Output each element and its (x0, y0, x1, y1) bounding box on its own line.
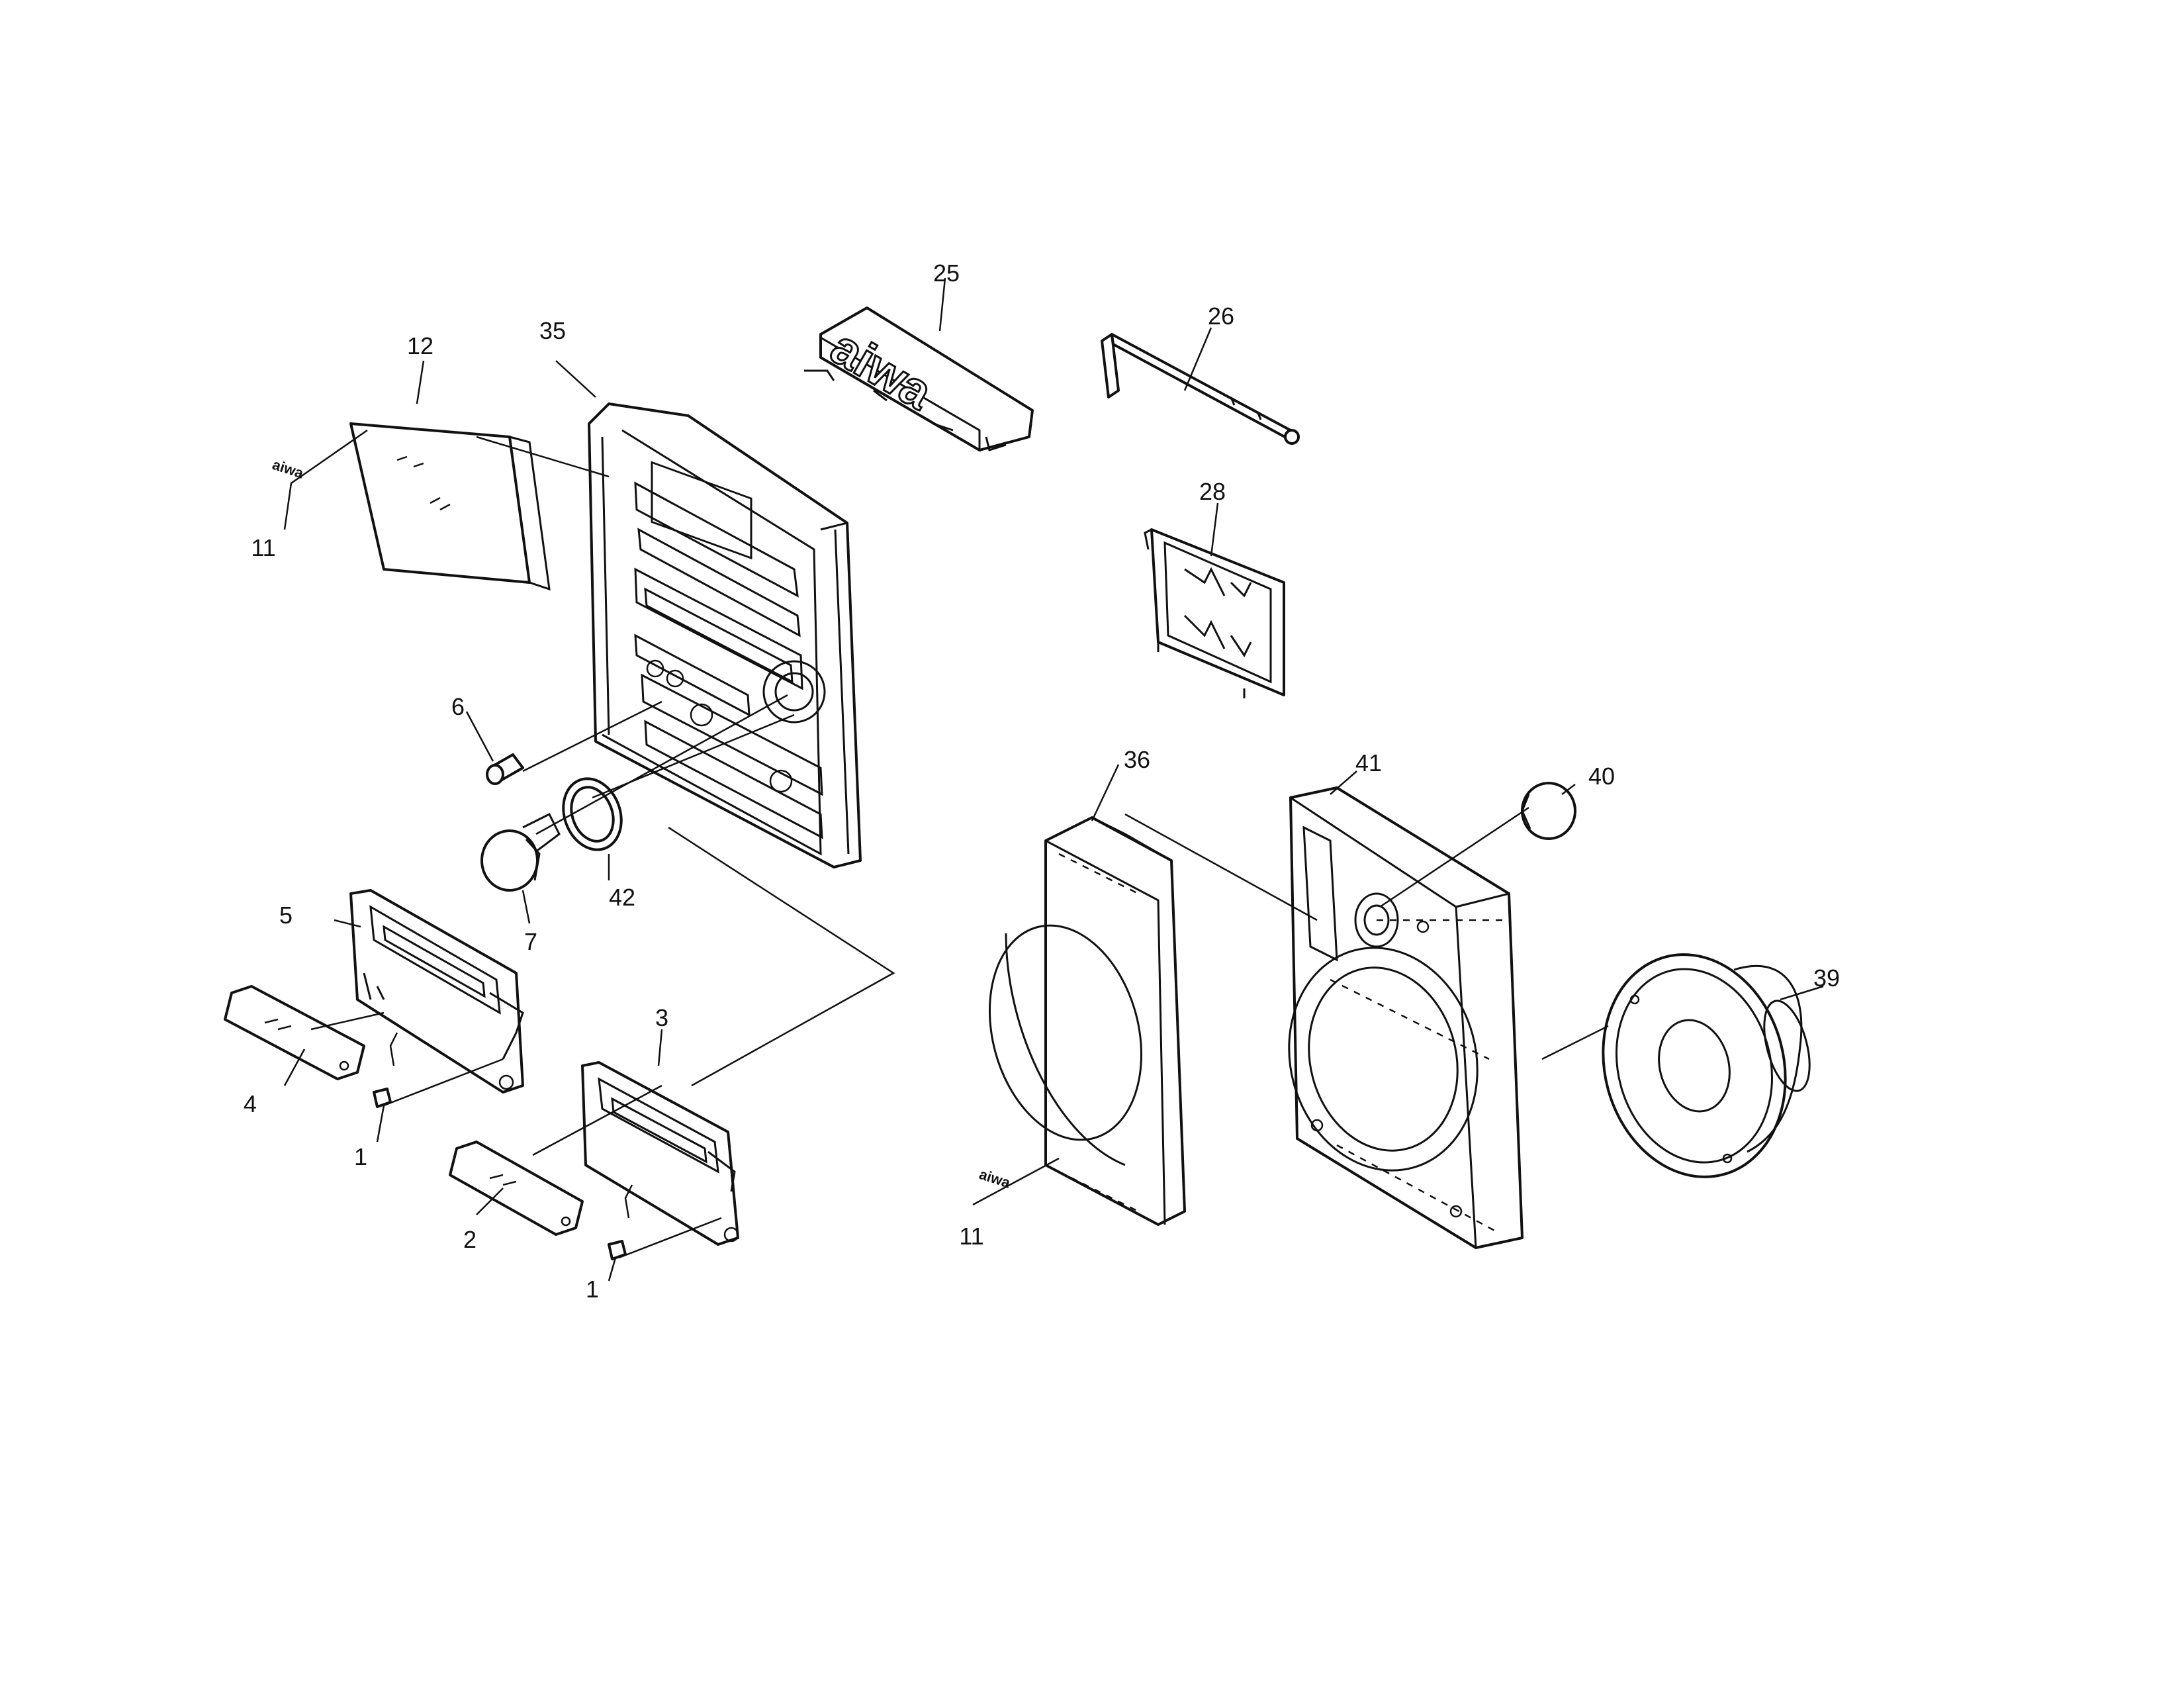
callout-12: 12 (407, 332, 433, 359)
part-3-cassette-holder-lower (581, 1061, 739, 1246)
part-35-front-panel (588, 402, 862, 868)
leader-lines (283, 277, 1824, 1282)
part-39-woofer (1602, 953, 1811, 1178)
callout-26: 26 (1208, 303, 1234, 330)
part-11-logo-badge-lower: aiwa (977, 1166, 1013, 1192)
callout-11-upper: 11 (251, 534, 275, 561)
part-2-cassette-lid-lower (449, 1141, 584, 1236)
part-12-window-panel (349, 422, 551, 591)
callout-1-upper: 1 (354, 1143, 367, 1170)
callout-labels: 12 35 11 25 26 28 6 7 42 5 4 1 3 2 1 36 … (244, 259, 1840, 1303)
callout-5: 5 (279, 902, 293, 929)
part-7-large-knob (480, 812, 561, 892)
part-4-cassette-lid (224, 985, 365, 1080)
callout-42: 42 (609, 884, 635, 911)
part-41-speaker-cabinet (1288, 786, 1524, 1249)
part-1-spring-upper (373, 1032, 398, 1108)
part-36-speaker-grille (988, 816, 1186, 1226)
callout-40: 40 (1588, 763, 1615, 790)
callout-36: 36 (1124, 746, 1150, 773)
callout-4: 4 (244, 1090, 257, 1117)
logo-badge-lower-text: aiwa (977, 1166, 1013, 1192)
callout-7: 7 (524, 928, 537, 955)
part-28-bracket (1144, 528, 1285, 698)
part-42-ring (562, 777, 623, 851)
callout-28: 28 (1199, 478, 1226, 505)
callout-39: 39 (1813, 964, 1840, 992)
part-5-cassette-holder (349, 889, 524, 1094)
part-40-tweeter-cap (1521, 782, 1576, 840)
logo-badge-upper-text: aiwa (270, 456, 306, 482)
part-11-logo-badge-upper: aiwa (270, 456, 306, 482)
part-25-top-cover: aiwa (804, 306, 1034, 452)
callout-2: 2 (463, 1226, 477, 1253)
part-6-knob (486, 753, 524, 785)
callout-6: 6 (451, 693, 465, 720)
callout-3: 3 (655, 1004, 668, 1031)
part-26-antenna (1101, 333, 1300, 445)
callout-1-lower: 1 (586, 1276, 599, 1303)
callout-41: 41 (1355, 749, 1382, 776)
callout-11-lower: 11 (959, 1223, 983, 1250)
callout-25: 25 (933, 259, 960, 287)
callout-35: 35 (539, 317, 566, 344)
part-1-spring-lower (608, 1184, 633, 1260)
